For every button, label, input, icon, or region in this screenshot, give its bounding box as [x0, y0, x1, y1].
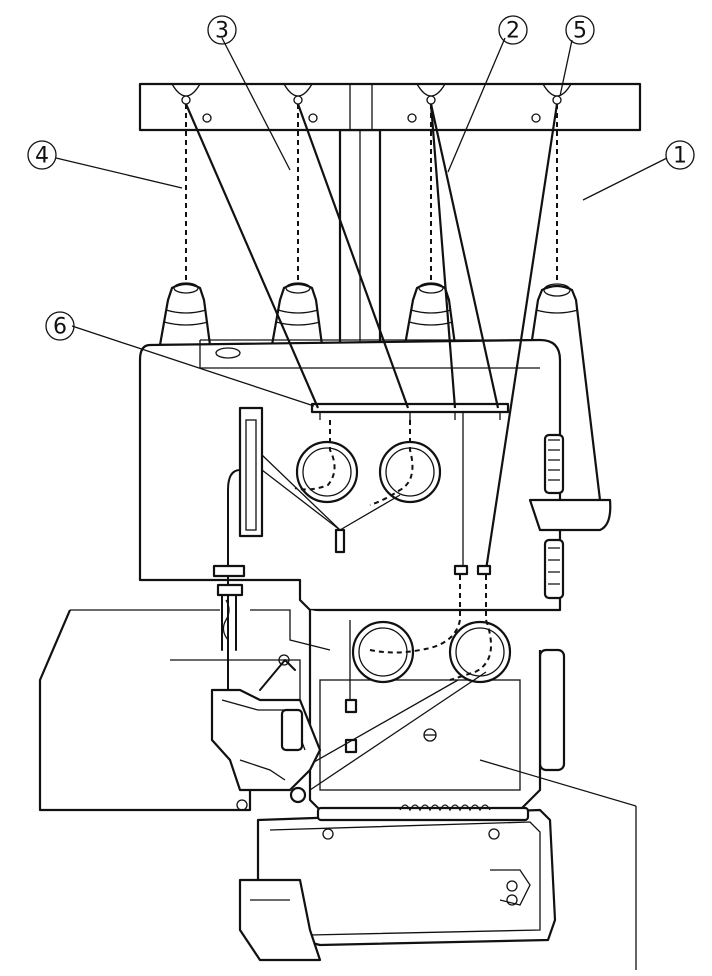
callout-5-label: 5	[573, 19, 587, 44]
callout-2-label: 2	[506, 19, 520, 44]
tension-dials	[294, 420, 512, 684]
tension-thread-guide	[310, 402, 510, 420]
callout-6-label: 6	[53, 315, 67, 340]
callout-3-label: 3	[215, 19, 229, 44]
thread-cone-2	[270, 282, 324, 347]
callout-2: 2	[498, 15, 528, 45]
callout-1: 1	[665, 140, 695, 170]
callout-6: 6	[45, 311, 75, 341]
callout-4-label: 4	[35, 144, 49, 169]
callout-3: 3	[207, 15, 237, 45]
thread-guide-bar	[138, 82, 642, 132]
open-front-cover	[238, 804, 557, 962]
callout-1-label: 1	[673, 144, 687, 169]
looper-mechanism	[210, 654, 322, 811]
threading-paths	[184, 103, 559, 791]
cone-threads-dashed	[185, 104, 558, 280]
thread-cone-3	[403, 282, 457, 347]
callout-leaders	[55, 37, 668, 970]
callout-5: 5	[565, 15, 595, 45]
needle-assembly	[212, 406, 264, 701]
callout-4: 4	[27, 140, 57, 170]
thread-cone-1	[158, 282, 212, 347]
